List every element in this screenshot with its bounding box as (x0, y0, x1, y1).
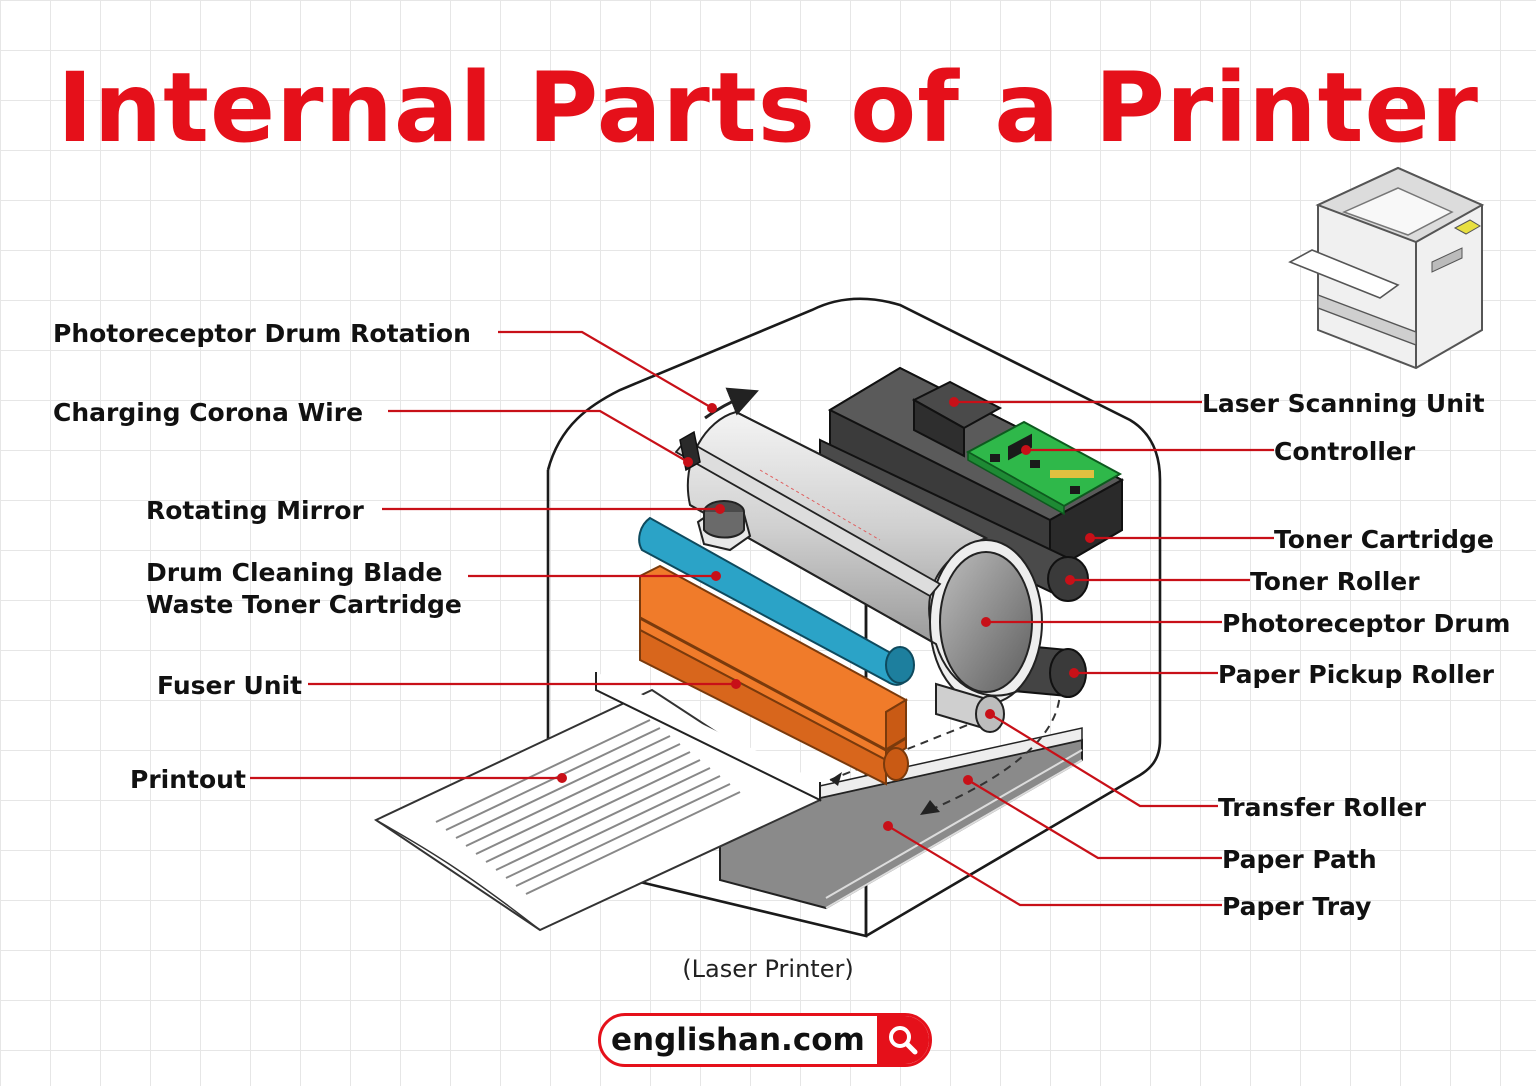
label-drum-cleaning-blade: Drum Cleaning Blade (146, 558, 442, 587)
label-transfer-roller: Transfer Roller (1218, 793, 1427, 822)
label-waste-toner-cartridge: Waste Toner Cartridge (146, 590, 462, 619)
label-fuser-unit: Fuser Unit (157, 671, 302, 700)
controller-board (965, 420, 1123, 516)
brand-text: englishan.com (611, 1022, 865, 1058)
label-controller: Controller (1274, 437, 1416, 466)
leader-lines (250, 330, 1274, 907)
fuser-unit (639, 564, 909, 786)
drum-cleaning-blade (638, 516, 915, 686)
leader-dots (557, 397, 1095, 831)
label-printout: Printout (130, 765, 246, 794)
diagram-caption: (Laser Printer) (682, 955, 854, 983)
label-laser-scanning-unit: Laser Scanning Unit (1202, 389, 1485, 418)
rotating-mirror (696, 500, 752, 552)
label-photoreceptor-drum: Photoreceptor Drum (1222, 609, 1510, 638)
label-charging-corona-wire: Charging Corona Wire (53, 398, 363, 427)
label-photoreceptor-drum-rotation: Photoreceptor Drum Rotation (53, 319, 471, 348)
printer-icon (1288, 166, 1485, 370)
drum-rotation-arrow (704, 387, 759, 420)
page-title: Internal Parts of a Printer (57, 52, 1479, 164)
label-rotating-mirror: Rotating Mirror (146, 496, 364, 525)
brand-badge[interactable]: englishan.com (598, 1013, 932, 1067)
label-toner-roller: Toner Roller (1250, 567, 1420, 596)
charging-corona-wire (674, 430, 942, 598)
output-slot (595, 672, 821, 802)
label-paper-tray: Paper Tray (1222, 892, 1371, 921)
label-paper-path: Paper Path (1222, 845, 1377, 874)
search-icon[interactable] (877, 1016, 929, 1064)
label-toner-cartridge: Toner Cartridge (1274, 525, 1494, 554)
label-paper-pickup-roller: Paper Pickup Roller (1218, 660, 1495, 689)
printout-sheet (373, 688, 823, 932)
